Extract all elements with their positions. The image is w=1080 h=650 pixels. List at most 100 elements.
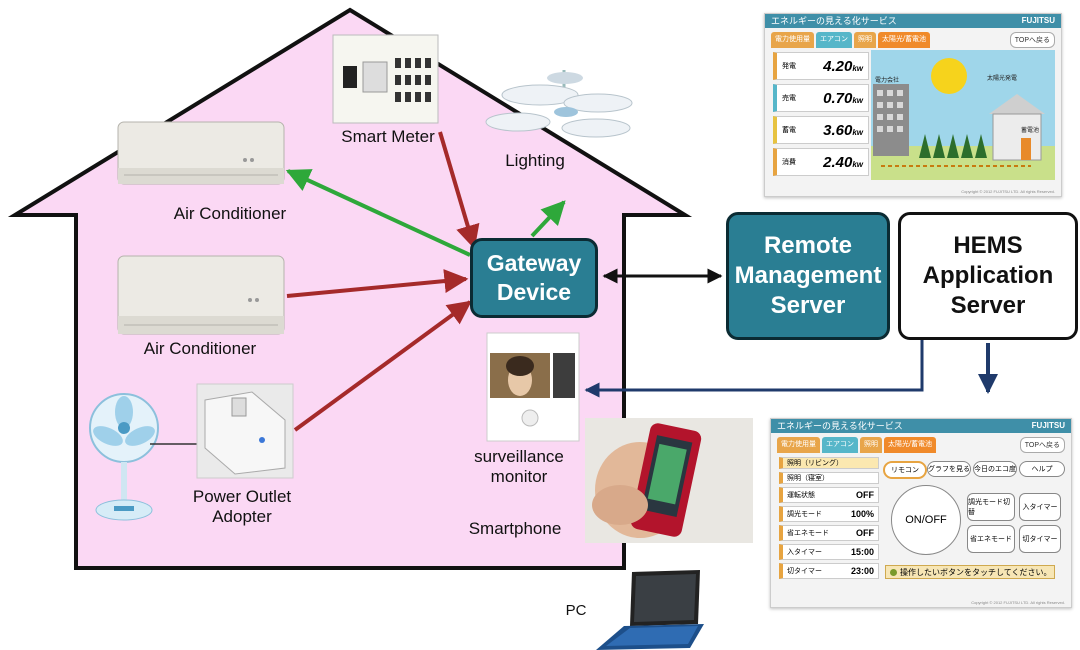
help-button[interactable]: ヘルプ bbox=[1019, 461, 1065, 477]
scene-label-company: 電力会社 bbox=[875, 76, 899, 84]
off-timer-button[interactable]: 切タイマー bbox=[1019, 525, 1061, 553]
metric-value: 4.20 bbox=[823, 57, 853, 75]
screen2-tab-aircon[interactable]: エアコン bbox=[822, 437, 858, 453]
screen1-top-button[interactable]: TOPへ戻る bbox=[1009, 32, 1055, 48]
screen2-tab-solar[interactable]: 太陽光/蓄電池 bbox=[884, 437, 936, 453]
remote-control-button[interactable]: リモコン bbox=[883, 461, 927, 479]
label-smartphone: Smartphone bbox=[468, 519, 562, 538]
setting-row: 省エネモード OFF bbox=[779, 525, 879, 541]
setting-label: 入タイマー bbox=[787, 549, 822, 556]
screen1-titlebar: エネルギーの見える化サービス FUJITSU bbox=[765, 14, 1061, 28]
metric-label: 消費 bbox=[782, 159, 796, 166]
gateway-line1: Gateway bbox=[486, 250, 582, 277]
screen2-top-button[interactable]: TOPへ戻る bbox=[1019, 437, 1065, 453]
arrow-gateway-to-aircon1 bbox=[285, 169, 471, 257]
arrow-gateway-to-lighting bbox=[530, 200, 566, 238]
setting-label: 省エネモード bbox=[787, 530, 829, 537]
screen1-tab-solar[interactable]: 太陽光/蓄電池 bbox=[878, 32, 930, 48]
screen1-title: エネルギーの見える化サービス bbox=[771, 16, 897, 26]
setting-label: 運転状態 bbox=[787, 492, 815, 499]
screen2-tab-lighting[interactable]: 照明 bbox=[860, 437, 882, 453]
setting-value: OFF bbox=[856, 528, 874, 538]
graph-button[interactable]: グラフを見る bbox=[927, 461, 971, 477]
setting-label: 調光モード bbox=[787, 511, 822, 518]
light-bedroom-label: 照明（寝室） bbox=[787, 475, 829, 482]
arrow-outlet-to-gateway bbox=[293, 300, 472, 432]
screen2-tab-power[interactable]: 電力使用量 bbox=[777, 437, 820, 453]
screen1-tab-aircon[interactable]: エアコン bbox=[816, 32, 852, 48]
metric-unit: kw bbox=[852, 95, 863, 105]
message-dot-icon bbox=[890, 569, 897, 576]
smart-meter-image bbox=[332, 34, 439, 124]
scene-label-solar: 太陽光発電 bbox=[987, 74, 1017, 82]
arrow-hems-to-monitor bbox=[584, 340, 924, 398]
screen1-brand: FUJITSU bbox=[1021, 16, 1055, 25]
hems-line3: Server bbox=[950, 292, 1026, 319]
screen2-titlebar: エネルギーの見える化サービス FUJITSU bbox=[771, 419, 1071, 433]
label-surveillance-line1: surveillance bbox=[474, 447, 564, 466]
metric-value: 3.60 bbox=[823, 121, 853, 139]
screen2-brand: FUJITSU bbox=[1031, 421, 1065, 430]
screen1-tab-power[interactable]: 電力使用量 bbox=[771, 32, 814, 48]
lighting-image bbox=[485, 70, 633, 138]
lighting-control-screen: エネルギーの見える化サービス FUJITSU 電力使用量 エアコン 照明 太陽光… bbox=[770, 418, 1072, 608]
message-text: 操作したいボタンをタッチしてください。 bbox=[900, 568, 1052, 577]
eco-mode-button[interactable]: 省エネモード bbox=[967, 525, 1015, 553]
metric-value: 2.40 bbox=[823, 153, 853, 171]
label-pc: PC bbox=[565, 602, 587, 619]
arrow-smartmeter-to-gateway bbox=[438, 131, 480, 250]
setting-value: 100% bbox=[850, 509, 874, 519]
label-air-conditioner-1: Air Conditioner bbox=[173, 204, 287, 223]
screen2-title: エネルギーの見える化サービス bbox=[777, 421, 903, 431]
dimming-mode-button[interactable]: 調光モード切替 bbox=[967, 493, 1015, 521]
screen2-settings: 照明（リビング） 照明（寝室） 運転状態 OFF 調光モード 100% 省エネモード… bbox=[779, 457, 879, 582]
power-outlet-adapter-image bbox=[196, 383, 294, 479]
instruction-message: 操作したいボタンをタッチしてください。 bbox=[885, 565, 1055, 579]
air-conditioner-2-image bbox=[117, 255, 285, 335]
label-power-outlet-line1: Power Outlet bbox=[192, 487, 292, 506]
hems-line1: HEMS bbox=[953, 232, 1023, 259]
setting-label: 切タイマー bbox=[787, 568, 822, 575]
metric-label: 蓄電 bbox=[782, 127, 796, 134]
smartphone-photo bbox=[585, 418, 753, 543]
label-power-outlet: Power Outlet Adopter bbox=[172, 487, 312, 528]
setting-value: 15:00 bbox=[850, 547, 874, 557]
gateway-line2: Device bbox=[496, 279, 572, 305]
label-surveillance-monitor: surveillance monitor bbox=[464, 447, 574, 488]
arrow-aircon2-to-gateway bbox=[286, 269, 469, 298]
light-living-label: 照明（リビング） bbox=[787, 460, 843, 467]
lighting-select-row[interactable]: 照明（リビング） bbox=[779, 457, 879, 469]
metric-unit: kw bbox=[852, 63, 863, 73]
label-lighting: Lighting bbox=[505, 151, 565, 170]
lighting-select-row[interactable]: 照明（寝室） bbox=[779, 472, 879, 484]
screen1-tabs: 電力使用量 エアコン 照明 太陽光/蓄電池 TOPへ戻る bbox=[765, 28, 1061, 48]
screen1-copyright: Copyright © 2012 FUJITSU LTD. All rights… bbox=[961, 189, 1055, 194]
screen2-tabs: 電力使用量 エアコン 照明 太陽光/蓄電池 TOPへ戻る bbox=[771, 433, 1071, 453]
metric-unit: kw bbox=[852, 159, 863, 169]
screen2-copyright: Copyright © 2012 FUJITSU LTD. All rights… bbox=[971, 600, 1065, 605]
setting-row: 入タイマー 15:00 bbox=[779, 544, 879, 560]
remote-line1: Remote bbox=[763, 232, 852, 259]
pc-laptop-image bbox=[596, 570, 704, 650]
scene-label-battery: 蓄電池 bbox=[1021, 126, 1039, 134]
surveillance-monitor-image bbox=[486, 332, 580, 442]
setting-value: OFF bbox=[856, 490, 874, 500]
label-power-outlet-line2: Adopter bbox=[212, 507, 272, 527]
screen1-tab-lighting[interactable]: 照明 bbox=[854, 32, 876, 48]
label-air-conditioner-2: Air Conditioner bbox=[143, 339, 257, 358]
energy-screen-top: エネルギーの見える化サービス FUJITSU 電力使用量 エアコン 照明 太陽光… bbox=[764, 13, 1062, 197]
fan-image bbox=[89, 393, 198, 521]
on-timer-button[interactable]: 入タイマー bbox=[1019, 493, 1061, 521]
eco-today-button[interactable]: 今日のエコ度 bbox=[973, 461, 1017, 477]
label-surveillance-line2: monitor bbox=[490, 467, 548, 487]
on-off-button[interactable]: ON/OFF bbox=[891, 485, 961, 555]
metric-value: 0.70 bbox=[823, 89, 853, 107]
screen1-energy-scene: 電力会社 太陽光発電 蓄電池 bbox=[871, 50, 1055, 180]
